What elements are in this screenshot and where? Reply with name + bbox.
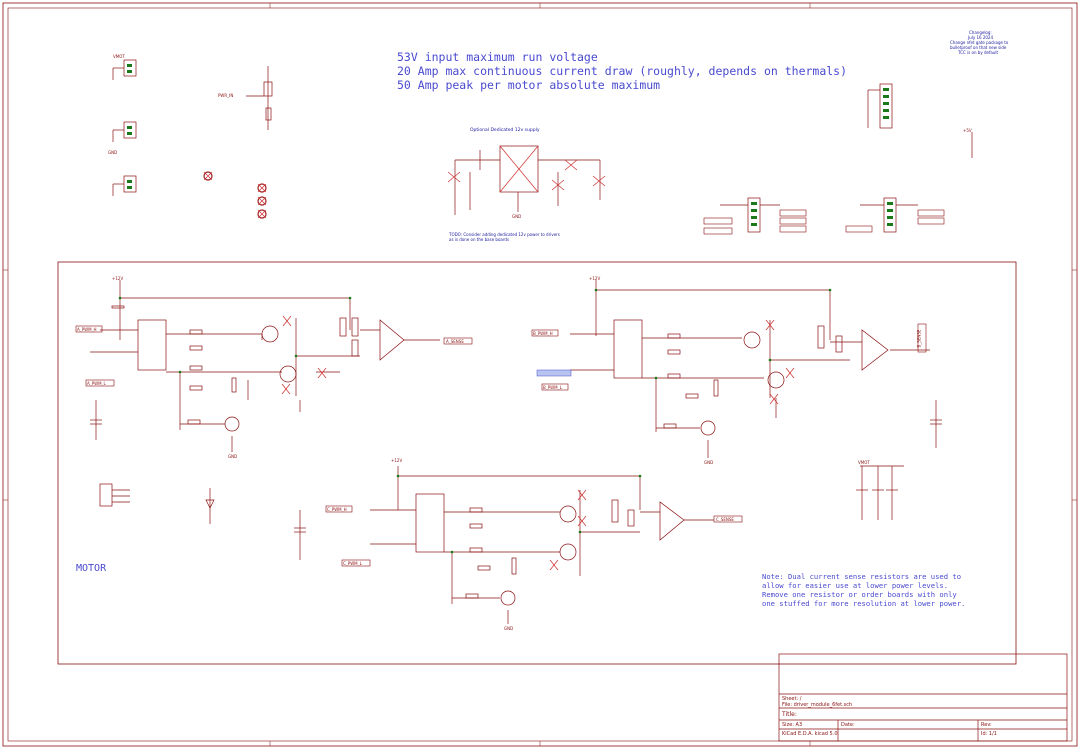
net-label-sense-c: C_SENSE (716, 517, 734, 522)
note-current: 20 Amp max continuous current draw (roug… (397, 64, 848, 78)
sense-note-4: one stuffed for more resolution at lower… (762, 599, 966, 608)
net-label-gnd-5: GND (504, 626, 514, 631)
net-label-sense-b: B_SENSE (916, 329, 922, 348)
net-label-vmot-2: VMOT (858, 460, 870, 465)
net-label-pwm-1: A_PWM_H (77, 327, 97, 332)
changelog-title: Changelog: (969, 30, 992, 35)
note-voltage: 53V input maximum run voltage (397, 50, 598, 64)
phase-b-driver (570, 280, 930, 458)
title-block (778, 653, 1068, 742)
net-label-gnd-3: GND (228, 454, 238, 459)
net-label-pwm-3: B_PWM_H (533, 331, 553, 336)
sense-note-2: allow for easier use at lower power leve… (762, 581, 949, 590)
net-label-pwm-2: A_PWM_L (87, 381, 106, 386)
highlight-label (536, 369, 572, 377)
mounting-holes (203, 171, 267, 219)
optional-12v-supply (454, 145, 601, 215)
net-label-12v-b: +12V (589, 276, 601, 281)
motor-sheet-label: MOTOR (76, 563, 107, 574)
net-label-pwm-4: B_PWM_L (543, 385, 562, 390)
phase-a-driver (90, 280, 440, 452)
net-label-pwm-6: C_PWM_L (343, 561, 362, 566)
net-label-gnd-4: GND (704, 460, 714, 465)
net-label-pwm-5: C_PWM_H (327, 507, 347, 512)
optional-supply-title: Optional Dedicated 12v supply (470, 128, 540, 133)
net-label-pwr-in: PWR_IN (218, 93, 234, 98)
net-label-12v: +12V (112, 276, 124, 281)
net-label-12v-c: +12V (391, 458, 403, 463)
phase-c-driver (370, 466, 714, 624)
motor-misc-components (90, 400, 942, 560)
net-label-sense-a: A_SENSE (446, 339, 464, 344)
net-label-5v: +5V (963, 128, 972, 133)
title-block-id: Id: 1/1 (981, 731, 997, 737)
power-input-connectors (112, 59, 137, 196)
title-block-date: Date: (841, 722, 855, 728)
net-label-gnd-2: GND (512, 214, 522, 219)
net-labels (75, 209, 945, 567)
potentiometer (246, 66, 273, 130)
title-block-rev: Rev: (981, 722, 992, 728)
title-block-file: File: driver_module_6fet.sch (782, 702, 853, 708)
note-peak: 50 Amp peak per motor absolute maximum (397, 78, 661, 92)
changelog-line-1: Change nfet gate package to (950, 40, 1009, 45)
title-block-size: Size: A3 (782, 722, 803, 728)
sense-note-1: Note: Dual current sense resistors are u… (762, 572, 962, 581)
changelog-date: July 16 2024 (968, 35, 994, 40)
optional-supply-todo-1: TODO: Consider adding dedicated 12v powe… (449, 232, 560, 237)
header-connectors (720, 83, 973, 233)
optional-supply-todo-2: as is done on the base boards (449, 237, 510, 242)
title-block-kicad: KiCad E.D.A. kicad 5.0 (782, 731, 838, 737)
title-block-title: Title: (782, 711, 797, 718)
title-block-sheet: Sheet: / (782, 696, 802, 702)
net-label-vmot-1: VMOT (113, 54, 125, 59)
changelog-line-2: bulletproof on that new side (950, 45, 1007, 50)
changelog-line-3: TCC is on by default (958, 50, 999, 55)
net-label-gnd-1: GND (108, 150, 118, 155)
motor-sheet-box (57, 261, 1017, 665)
sense-note-3: Remove one resistor or order boards with… (762, 590, 957, 599)
